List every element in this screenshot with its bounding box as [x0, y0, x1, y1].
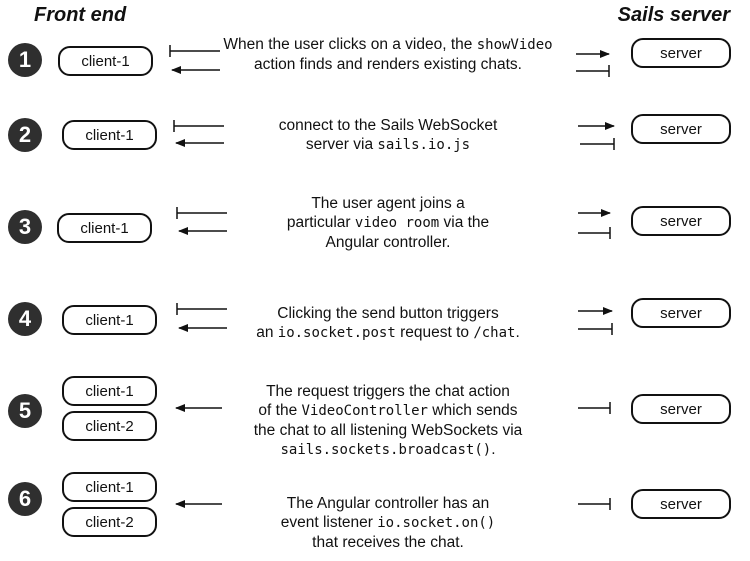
description-line: When the user clicks on a video, the sho… — [200, 35, 576, 55]
description-line: The Angular controller has an — [200, 494, 576, 513]
description-line: The user agent joins a — [200, 194, 576, 213]
text-fragment: an — [256, 324, 278, 341]
description-line: server via sails.io.js — [200, 135, 576, 155]
text-fragment: . — [491, 441, 496, 458]
text-fragment: When the user clicks on a video, the — [223, 36, 477, 53]
step-4-arrows — [176, 303, 613, 335]
text-fragment: which sends — [427, 402, 518, 419]
step-3-server: server — [631, 206, 731, 236]
description-line: connect to the Sails WebSocket — [200, 116, 576, 135]
step-5-number: 5 — [8, 394, 42, 428]
step-5-client-1: client-1 — [62, 376, 157, 406]
code-fragment: video room — [354, 215, 440, 231]
step-6-client-2: client-2 — [62, 507, 157, 537]
text-fragment: server via — [305, 136, 378, 153]
text-fragment: request to — [395, 324, 474, 341]
text-fragment: Clicking the send button triggers — [277, 305, 499, 322]
text-fragment: event listener — [280, 514, 378, 531]
step-1-arrows — [169, 45, 610, 77]
description-line: particular video room via the — [200, 213, 576, 233]
text-fragment: The request triggers the chat action — [266, 383, 510, 400]
text-fragment: The Angular controller has an — [286, 495, 490, 512]
description-line: Clicking the send button triggers — [200, 304, 576, 323]
description-line: an io.socket.post request to /chat. — [200, 323, 576, 343]
description-line: of the VideoController which sends — [200, 401, 576, 421]
text-fragment: action finds and renders existing chats. — [254, 56, 522, 73]
description-line: the chat to all listening WebSockets via — [200, 421, 576, 440]
step-5-client-2: client-2 — [62, 411, 157, 441]
text-fragment: Angular controller. — [325, 234, 451, 251]
step-5-server: server — [631, 394, 731, 424]
step-4-server: server — [631, 298, 731, 328]
sails-server-title: Sails server — [617, 4, 730, 26]
step-1-number: 1 — [8, 43, 42, 77]
step-1-server: server — [631, 38, 731, 68]
step-6-server: server — [631, 489, 731, 519]
step-6-arrows — [175, 498, 611, 510]
text-fragment: . — [515, 324, 520, 341]
description-line: The request triggers the chat action — [200, 382, 576, 401]
step-2-client-1: client-1 — [62, 120, 157, 150]
step-1-client-1: client-1 — [58, 46, 153, 76]
description-line: sails.sockets.broadcast(). — [200, 440, 576, 460]
step-2-number: 2 — [8, 118, 42, 152]
code-fragment: /chat — [473, 325, 516, 341]
step-4-number: 4 — [8, 302, 42, 336]
description-line: action finds and renders existing chats. — [200, 55, 576, 74]
code-fragment: io.socket.on() — [377, 515, 496, 531]
step-6-client-1: client-1 — [62, 472, 157, 502]
description-line: that receives the chat. — [200, 533, 576, 552]
step-3-client-1: client-1 — [57, 213, 152, 243]
step-2-server: server — [631, 114, 731, 144]
text-fragment: particular — [286, 214, 355, 231]
code-fragment: sails.sockets.broadcast() — [280, 442, 492, 458]
text-fragment: that receives the chat. — [312, 534, 464, 551]
step-6-number: 6 — [8, 482, 42, 516]
step-3-number: 3 — [8, 210, 42, 244]
text-fragment: via the — [439, 214, 490, 231]
description-line: event listener io.socket.on() — [200, 513, 576, 533]
code-fragment: sails.io.js — [377, 137, 471, 153]
front-end-title: Front end — [34, 4, 127, 26]
step-2-arrows — [173, 120, 615, 150]
code-fragment: io.socket.post — [277, 325, 396, 341]
text-fragment: The user agent joins a — [311, 195, 465, 212]
text-fragment: connect to the Sails WebSocket — [278, 117, 498, 134]
text-fragment: the chat to all listening WebSockets via — [253, 422, 523, 439]
step-5-arrows — [175, 402, 611, 414]
step-4-client-1: client-1 — [62, 305, 157, 335]
text-fragment: of the — [258, 402, 302, 419]
step-3-arrows — [176, 207, 611, 239]
step-1-description: When the user clicks on a video, the sho… — [200, 35, 576, 74]
code-fragment: VideoController — [301, 403, 428, 419]
code-fragment: showVideo — [476, 37, 553, 53]
description-line: Angular controller. — [200, 233, 576, 252]
